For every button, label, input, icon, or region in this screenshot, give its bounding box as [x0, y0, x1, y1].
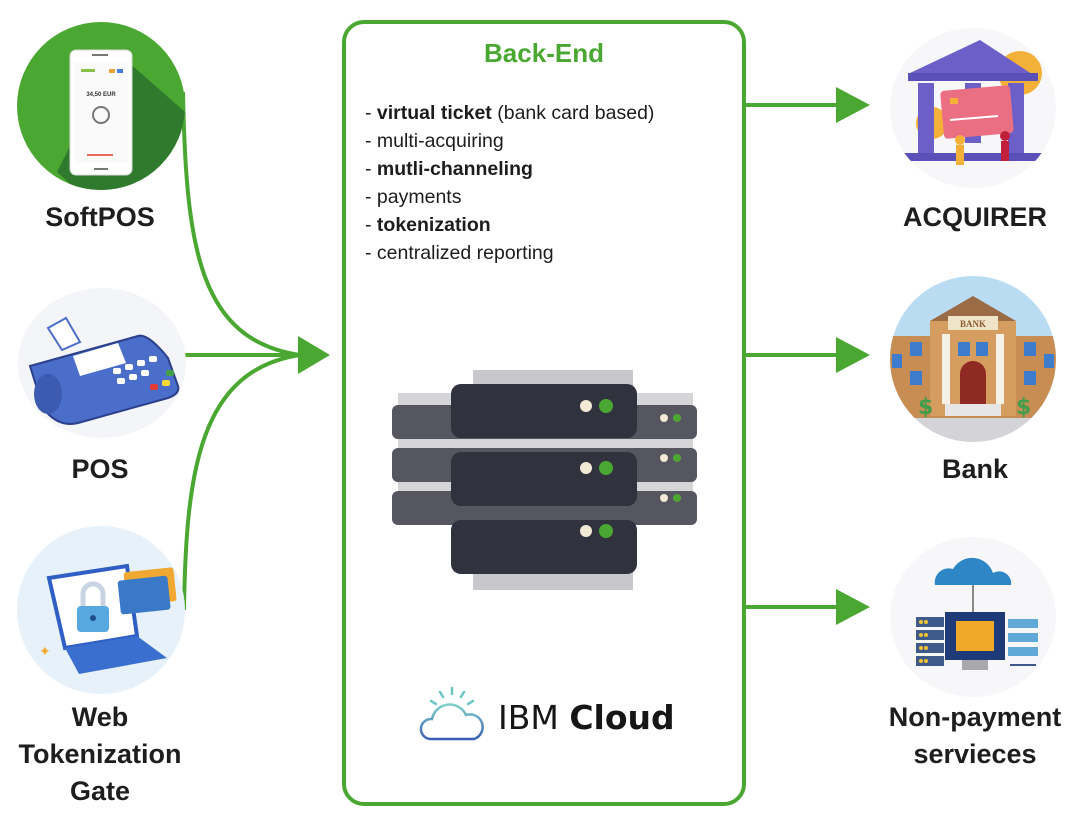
acquirer-label: ACQUIRER — [902, 202, 1047, 232]
bank-sign: BANK — [960, 319, 986, 329]
non-payment-services-label: Non-payment servieces — [862, 699, 1077, 773]
svg-text:$: $ — [918, 395, 933, 420]
non-payment-services-icon — [890, 537, 1056, 697]
feature-item: - payments — [365, 186, 462, 208]
softpos-amount: 34,50 EUR — [86, 92, 116, 98]
server-unit — [451, 384, 637, 438]
svg-text:✦: ✦ — [39, 643, 51, 659]
phone-illustration — [57, 49, 185, 190]
non-payment-label-line-1: Non-payment — [888, 702, 1062, 732]
server-rack-icon — [392, 370, 697, 590]
arrow-softpos-to-backend — [181, 91, 301, 357]
ibm-cloud-logo: IBM Cloud — [418, 684, 678, 744]
non-payment-label-line-2: servieces — [913, 739, 1037, 769]
svg-text:$: $ — [1016, 395, 1031, 420]
pos-terminal-icon — [18, 288, 186, 438]
bank-icon: BANK $ $ — [890, 276, 1056, 442]
backend-container — [342, 20, 746, 806]
acquirer-icon — [890, 28, 1056, 188]
server-unit — [451, 520, 637, 574]
web-label-line-2: Tokenization — [18, 739, 182, 769]
feature-item: - tokenization — [365, 214, 491, 236]
arrowhead-into-backend — [298, 336, 330, 374]
arrowhead-bank — [836, 337, 870, 373]
cloud-icon — [419, 686, 484, 741]
pos-label: POS — [71, 454, 129, 484]
web-tokenization-label: Web Tokenization Gate — [0, 699, 200, 810]
web-label-line-3: Gate — [69, 776, 131, 806]
softpos-label: SoftPOS — [45, 202, 155, 232]
feature-item: - centralized reporting — [365, 242, 554, 264]
laptop-lock-illustration: ✦ — [39, 563, 177, 674]
web-label-line-1: Web — [71, 702, 129, 732]
feature-item: - multi-acquiring — [365, 130, 504, 152]
pos-terminal-illustration — [28, 316, 180, 425]
cloud-network-illustration — [916, 557, 1038, 670]
arrow-web-to-backend — [182, 353, 301, 611]
backend-title: Back-End — [484, 38, 604, 68]
acquirer-illustration — [902, 40, 1042, 165]
softpos-icon: 34,50 EUR — [17, 22, 185, 190]
bank-building-illustration: BANK $ $ — [890, 296, 1056, 442]
arrowhead-acquirer — [836, 87, 870, 123]
arrowhead-nonpayment — [836, 589, 870, 625]
feature-list: - virtual ticket (bank card based) - mul… — [365, 99, 654, 267]
feature-item: - virtual ticket (bank card based) — [365, 102, 655, 124]
web-tokenization-icon: ✦ — [17, 526, 185, 694]
ibm-cloud-wordmark: IBM Cloud — [498, 698, 675, 737]
feature-item: - mutli-channeling — [365, 158, 533, 180]
server-unit — [451, 452, 637, 506]
bank-label: Bank — [941, 454, 1009, 484]
